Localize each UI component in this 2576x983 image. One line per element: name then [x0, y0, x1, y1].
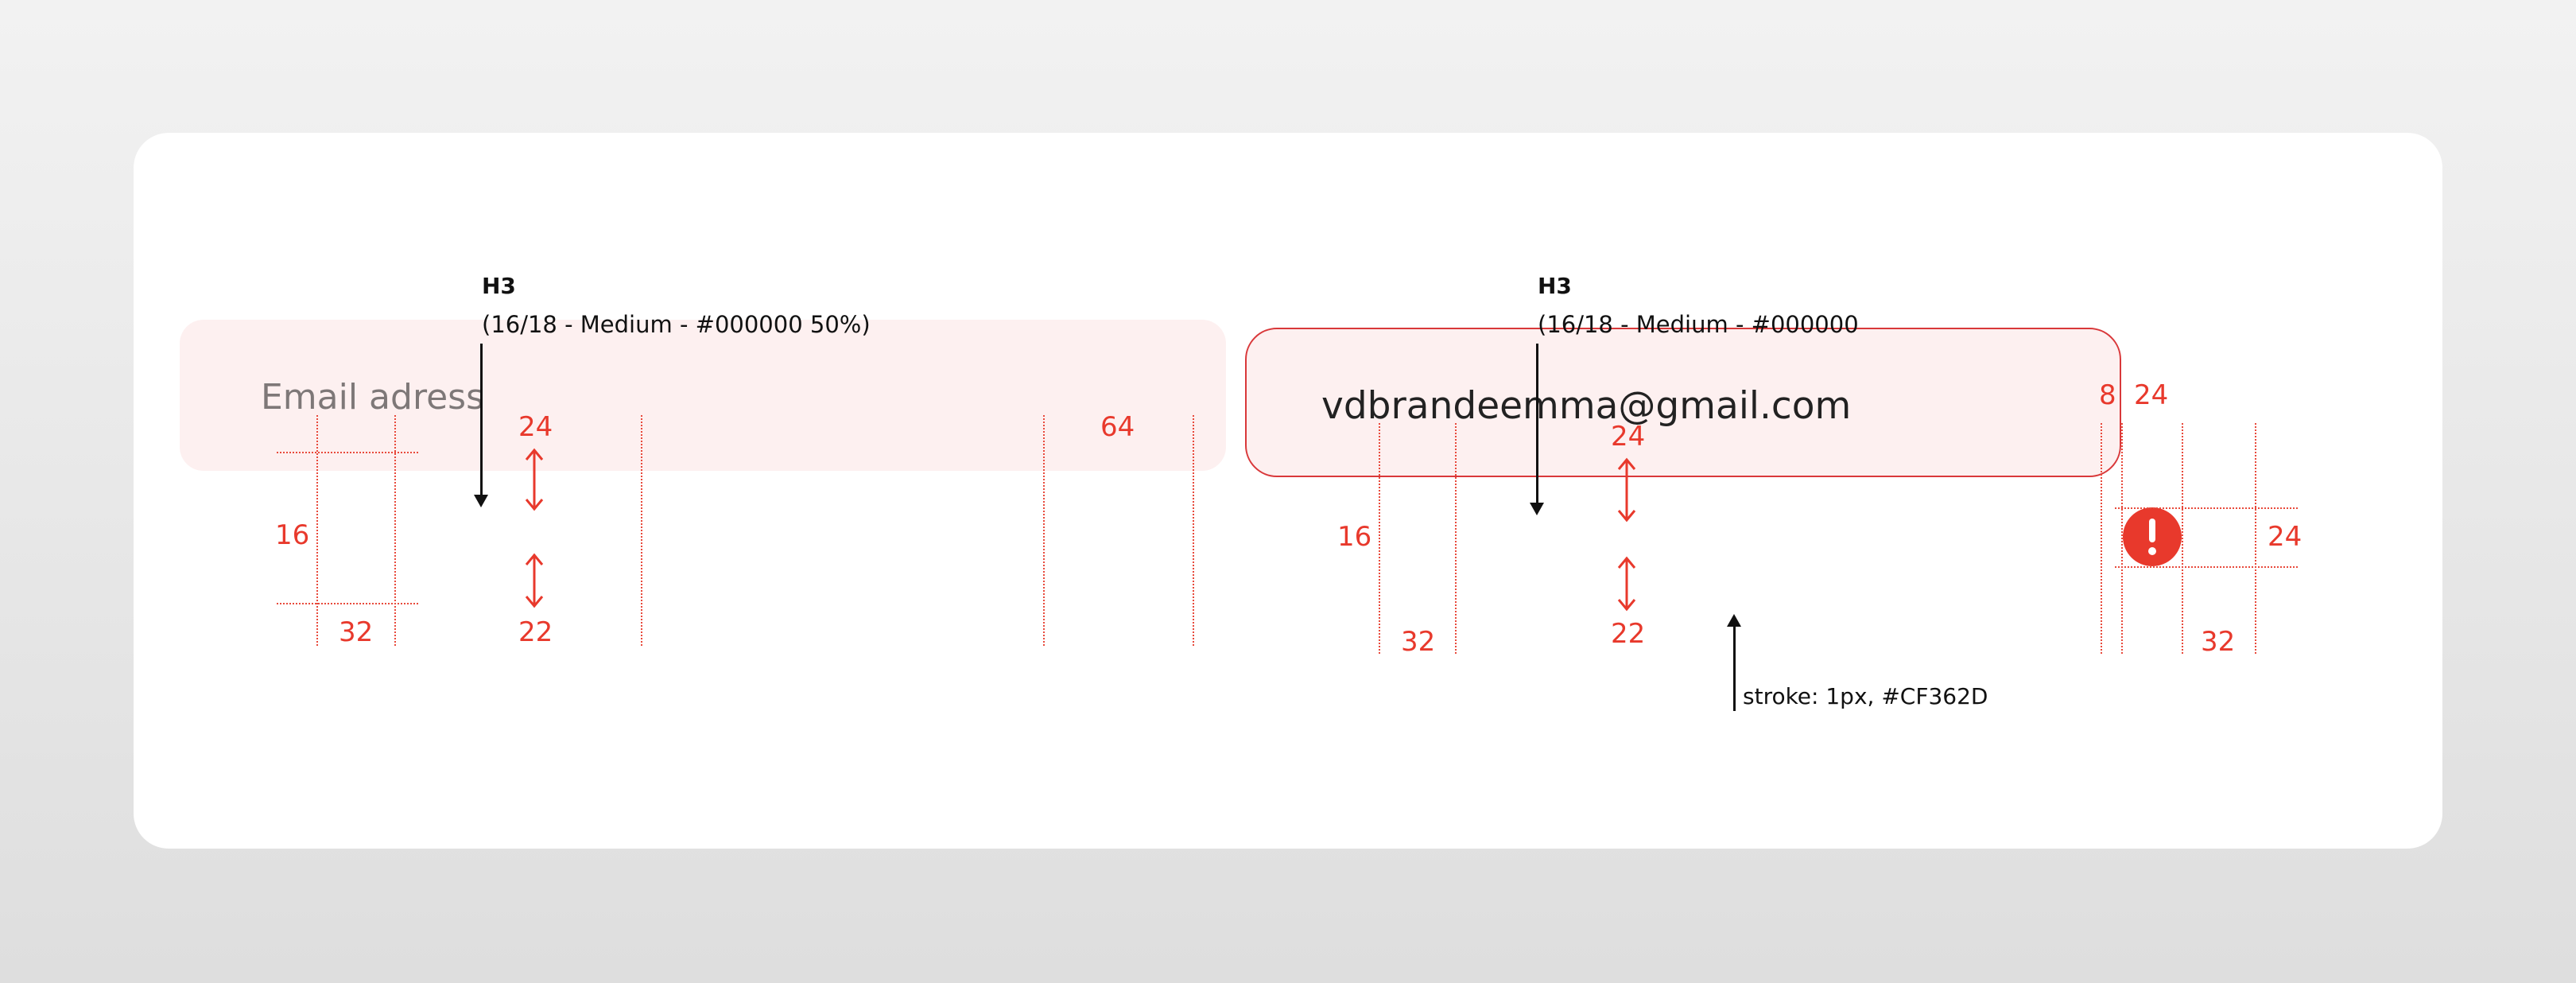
dim-error-icon-height: 24 [2268, 521, 2302, 553]
arrow-default-top-head-a [525, 448, 544, 460]
guide-error-icon-end [2182, 423, 2183, 654]
dim-default-radius: 16 [275, 519, 310, 551]
dim-error-radius: 16 [1337, 521, 1372, 553]
email-input-error[interactable] [1245, 328, 2121, 477]
arrow-error-bottom-head-a [1617, 556, 1636, 569]
default-annotation-spec: (16/18 - Medium - #000000 50%) [482, 311, 871, 338]
guide-error-icon-top [2115, 507, 2298, 509]
callout-arrowheads [474, 495, 1741, 627]
dim-error-left-padding: 32 [1401, 626, 1436, 658]
arrow-error-top-head-a [1617, 457, 1636, 470]
guide-error-icon-start [2121, 423, 2123, 654]
guide-default-text-end [641, 415, 642, 646]
dim-error-icon-gap: 8 [2099, 379, 2116, 411]
error-callout-head [1530, 503, 1544, 515]
error-annotation-spec: (16/18 - Medium - #000000 [1538, 311, 1859, 338]
arrow-default-top-head-b [525, 499, 544, 511]
dim-error-icon-width: 24 [2134, 379, 2169, 411]
dim-error-bottom-padding: 22 [1611, 618, 1646, 650]
guide-default-content-end [1043, 415, 1045, 646]
arrow-error-bottom-head-b [1617, 599, 1636, 612]
guide-error-text-start [1455, 423, 1457, 654]
arrow-default-bottom-head-b [525, 596, 544, 608]
guide-default-text-start [394, 415, 396, 646]
stroke-callout-line [1733, 624, 1736, 711]
error-annotation-title: H3 [1538, 273, 1572, 299]
spec-card [134, 133, 2442, 849]
guide-error-left-edge [1379, 423, 1380, 654]
guide-default-top [277, 452, 418, 453]
guide-default-bottom [277, 603, 418, 604]
dim-default-right-padding: 64 [1100, 411, 1135, 443]
stroke-callout-head [1727, 614, 1741, 627]
stroke-note: stroke: 1px, #CF362D [1743, 683, 1988, 709]
default-callout-head [474, 495, 488, 507]
arrow-error-top-head-b [1617, 510, 1636, 523]
guide-default-right-edge [1193, 415, 1194, 646]
error-callout-line [1536, 344, 1538, 503]
dim-error-right-padding: 32 [2201, 626, 2236, 658]
guide-error-icon-bottom [2115, 566, 2298, 568]
email-placeholder-text: Email adress [261, 377, 484, 418]
default-annotation-title: H3 [482, 273, 516, 299]
arrow-default-bottom-head-a [525, 553, 544, 565]
error-exclamation-icon [2123, 507, 2182, 566]
dim-default-left-padding: 32 [339, 616, 374, 648]
dim-default-top-padding: 24 [518, 411, 553, 443]
guide-default-left-edge [316, 415, 318, 646]
email-input-default[interactable] [180, 320, 1226, 471]
guide-error-right-edge [2255, 423, 2256, 654]
padding-arrows [525, 448, 1636, 612]
guide-error-text-end [2101, 423, 2102, 654]
email-value-text: vdbrandeemma@gmail.com [1321, 384, 1852, 428]
dim-default-bottom-padding: 22 [518, 616, 553, 648]
default-callout-line [480, 344, 483, 495]
dim-error-top-padding: 24 [1611, 421, 1646, 453]
